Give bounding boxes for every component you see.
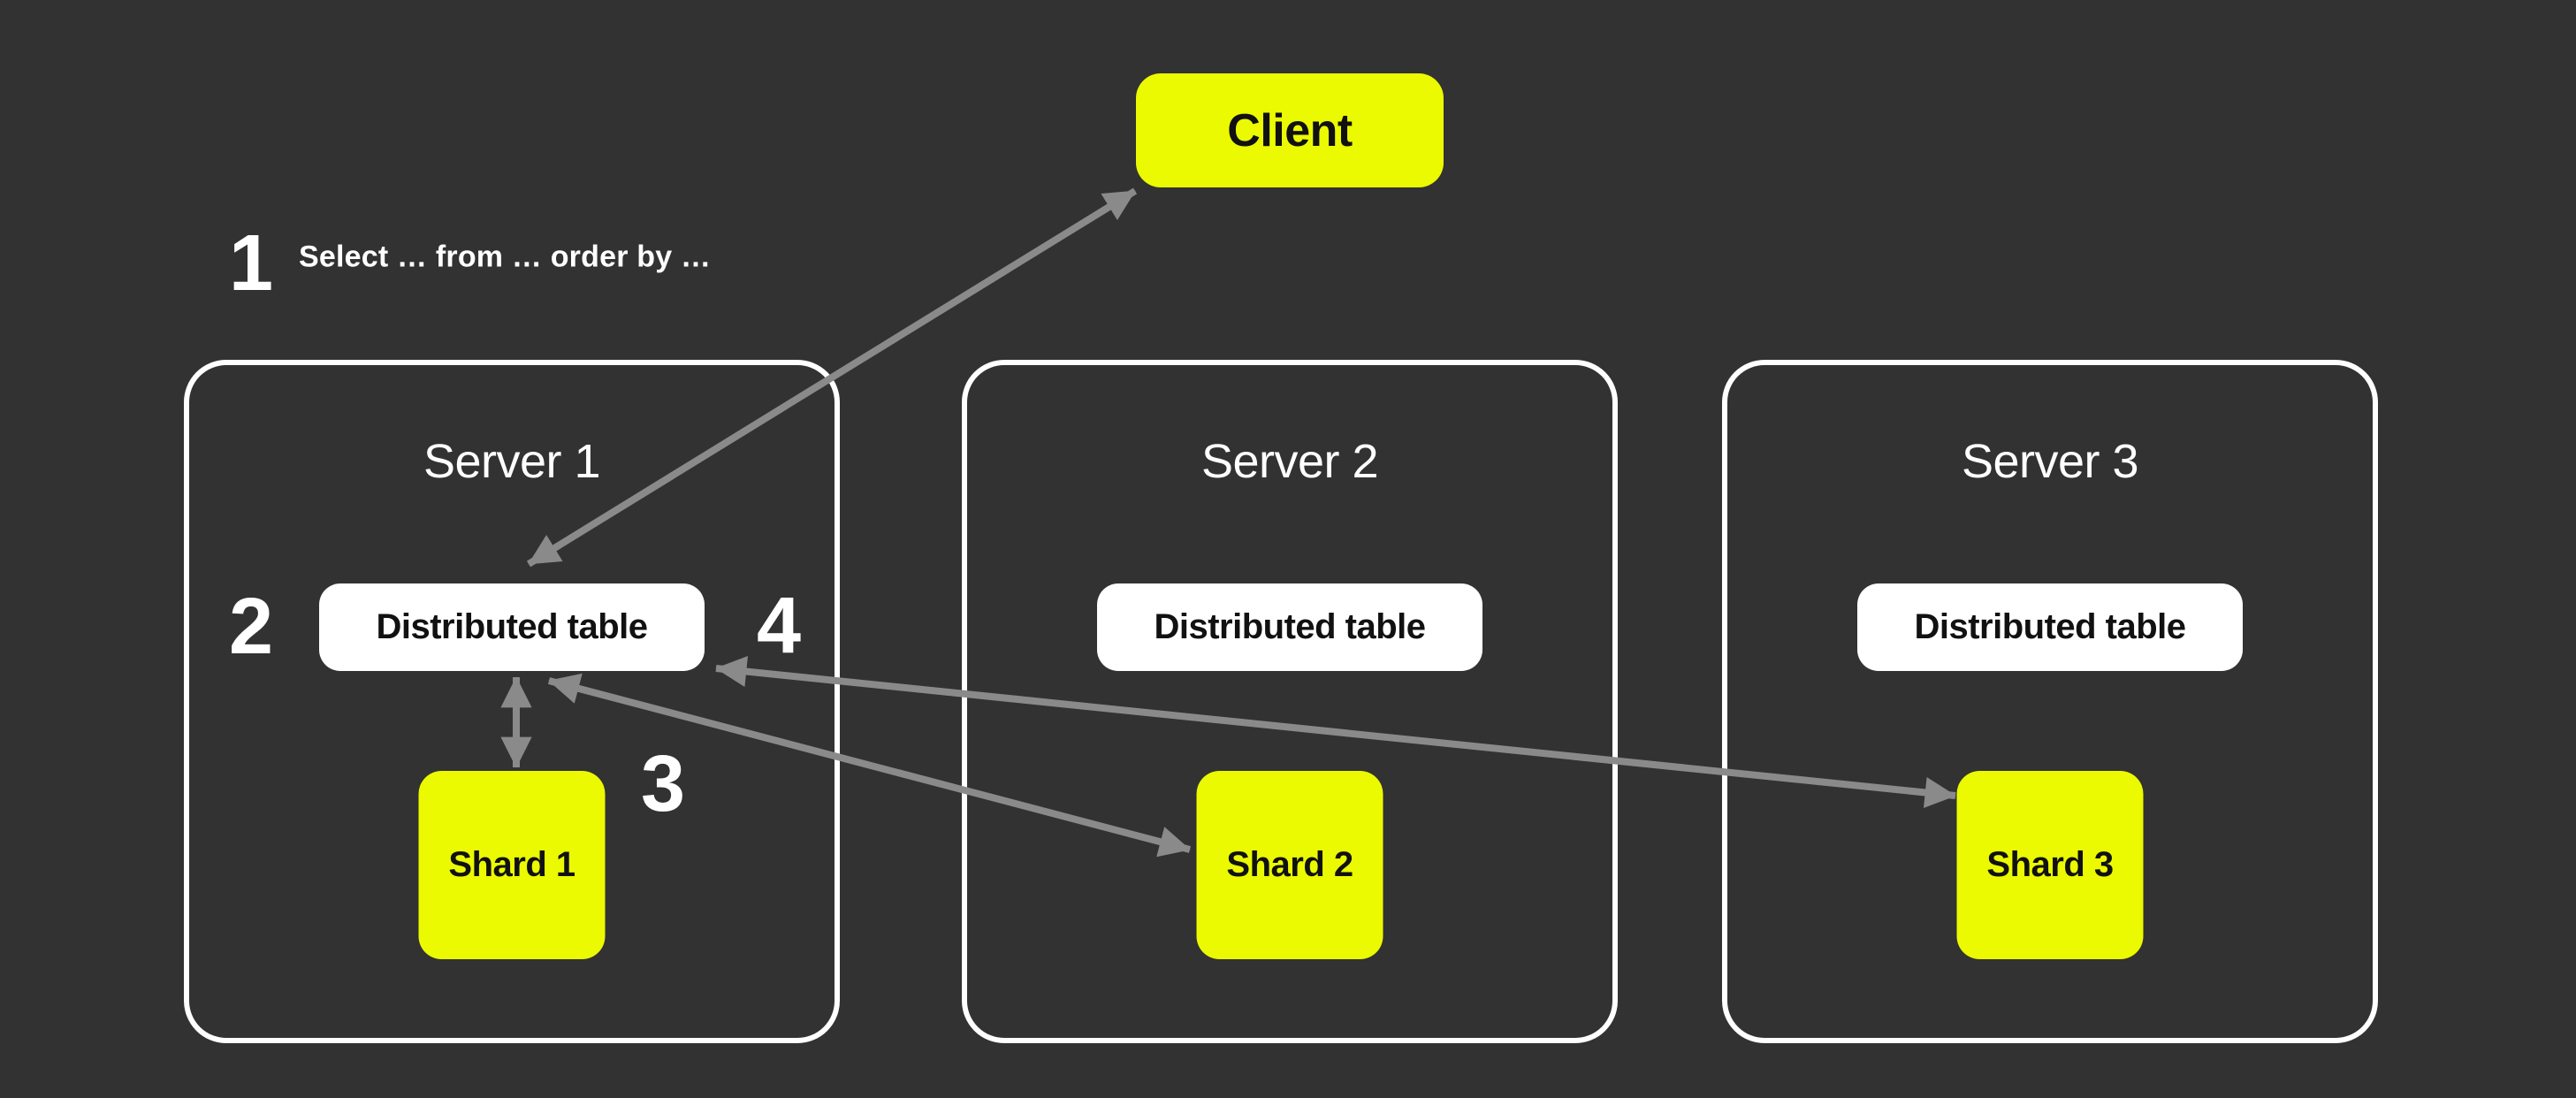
query-caption: Select … from … order by … <box>299 240 712 274</box>
distributed-table-3-node: Distributed table <box>1857 583 2243 671</box>
step-4-number: 4 <box>756 582 802 670</box>
step-2-number: 2 <box>228 583 274 671</box>
shard-3-label: Shard 3 <box>1986 845 2114 884</box>
shard-2-node: Shard 2 <box>1196 771 1383 959</box>
shard-1-label: Shard 1 <box>448 845 575 884</box>
distributed-table-3-label: Distributed table <box>1914 607 2186 646</box>
distributed-table-2-node: Distributed table <box>1097 583 1482 671</box>
server-1-title: Server 1 <box>423 435 601 488</box>
server-1-container: Server 1 Distributed table Shard 1 <box>184 360 840 1043</box>
distributed-table-1-node: Distributed table <box>319 583 705 671</box>
step-1-number: 1 <box>228 219 274 308</box>
shard-1-node: Shard 1 <box>418 771 606 959</box>
distributed-table-2-label: Distributed table <box>1154 607 1426 646</box>
shard-3-node: Shard 3 <box>1956 771 2144 959</box>
distributed-table-1-label: Distributed table <box>376 607 648 646</box>
server-2-title: Server 2 <box>1200 435 1379 488</box>
server-3-container: Server 3 Distributed table Shard 3 <box>1722 360 2378 1043</box>
server-3-title: Server 3 <box>1961 435 2139 488</box>
client-label: Client <box>1227 104 1353 156</box>
server-2-container: Server 2 Distributed table Shard 2 <box>962 360 1618 1043</box>
client-node: Client <box>1136 73 1444 187</box>
shard-2-label: Shard 2 <box>1226 845 1353 884</box>
